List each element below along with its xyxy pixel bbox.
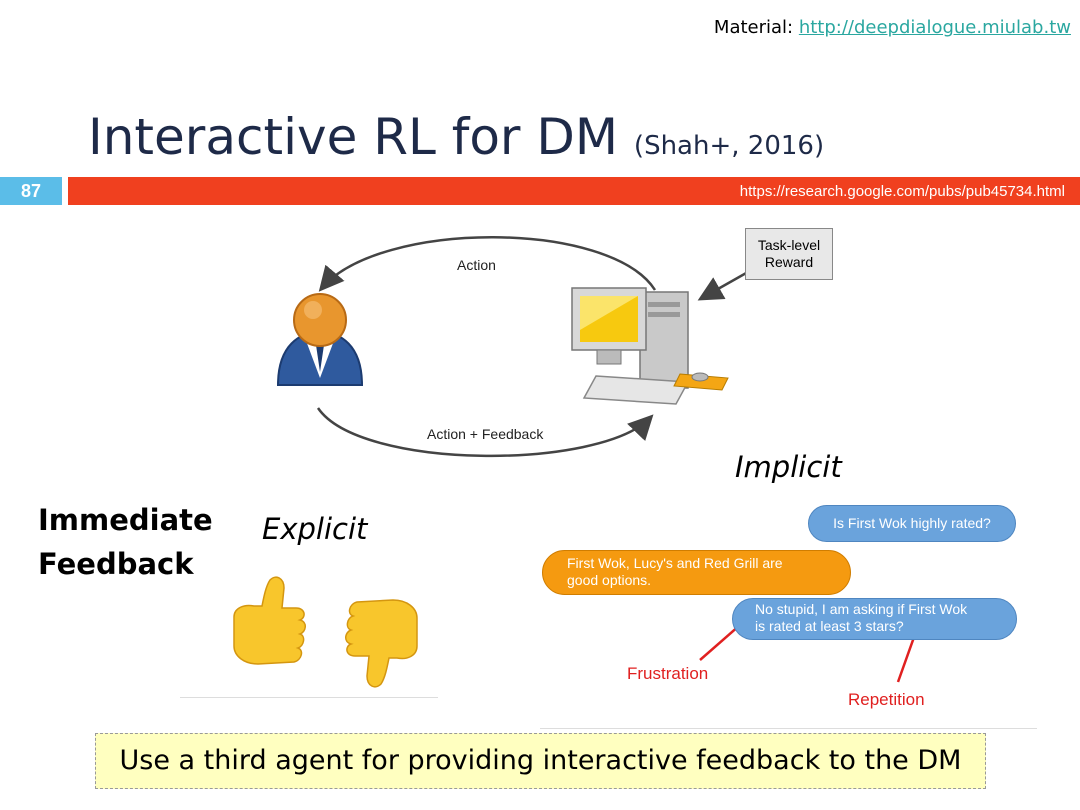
thumbs-up-icon: [233, 576, 306, 665]
action-arrow: [318, 236, 657, 292]
slide-number: 87: [0, 177, 62, 205]
thumbs-down-icon: [345, 599, 418, 688]
explicit-heading: Explicit: [262, 512, 368, 546]
computer-icon: [571, 287, 729, 405]
immediate-line1: Immediate: [38, 503, 213, 537]
feedback-arrow: [316, 407, 654, 457]
title-bar: [68, 177, 1080, 205]
frustration-label: Frustration: [627, 664, 709, 683]
repetition-label: Repetition: [848, 690, 925, 709]
material-label: Material:: [713, 17, 799, 38]
chat-bubble-user-repeat: No stupid, I am asking if First Wok is r…: [732, 598, 1017, 640]
implicit-heading: Implicit: [735, 450, 842, 484]
immediate-feedback-heading: Immediate Feedback: [38, 498, 213, 586]
bubble3-line1: No stupid, I am asking if First Wok: [755, 601, 968, 617]
title-main: Interactive RL for DM: [88, 108, 619, 166]
reward-arrow: [697, 270, 749, 301]
divider-right: [540, 728, 1037, 729]
chat-bubble-user-question: Is First Wok highly rated?: [808, 505, 1016, 542]
feedback-label: Action + Feedback: [427, 426, 544, 442]
paper-url[interactable]: https://research.google.com/pubs/pub4573…: [739, 183, 1065, 200]
material-credit: Material: http://deepdialogue.miulab.tw: [714, 17, 1071, 38]
title-citation: (Shah+, 2016): [633, 131, 825, 161]
user-avatar-icon: [276, 293, 364, 386]
immediate-line2: Feedback: [38, 547, 194, 581]
summary-callout: Use a third agent for providing interact…: [95, 733, 986, 789]
bubble2-line1: First Wok, Lucy's and Red Grill are: [567, 555, 783, 571]
reward-label-line1: Task-level: [757, 237, 821, 253]
chat-bubble-system-reply: First Wok, Lucy's and Red Grill are good…: [542, 550, 851, 595]
slide-title: Interactive RL for DM (Shah+, 2016): [88, 108, 824, 166]
divider-left: [180, 697, 438, 698]
material-link[interactable]: http://deepdialogue.miulab.tw: [798, 17, 1071, 38]
bubble3-line2: is rated at least 3 stars?: [755, 618, 904, 634]
bubble2-line2: good options.: [567, 572, 652, 588]
task-level-reward-box: Task-level Reward: [745, 228, 833, 280]
reward-label-line2: Reward: [764, 254, 814, 270]
action-label: Action: [457, 257, 496, 273]
